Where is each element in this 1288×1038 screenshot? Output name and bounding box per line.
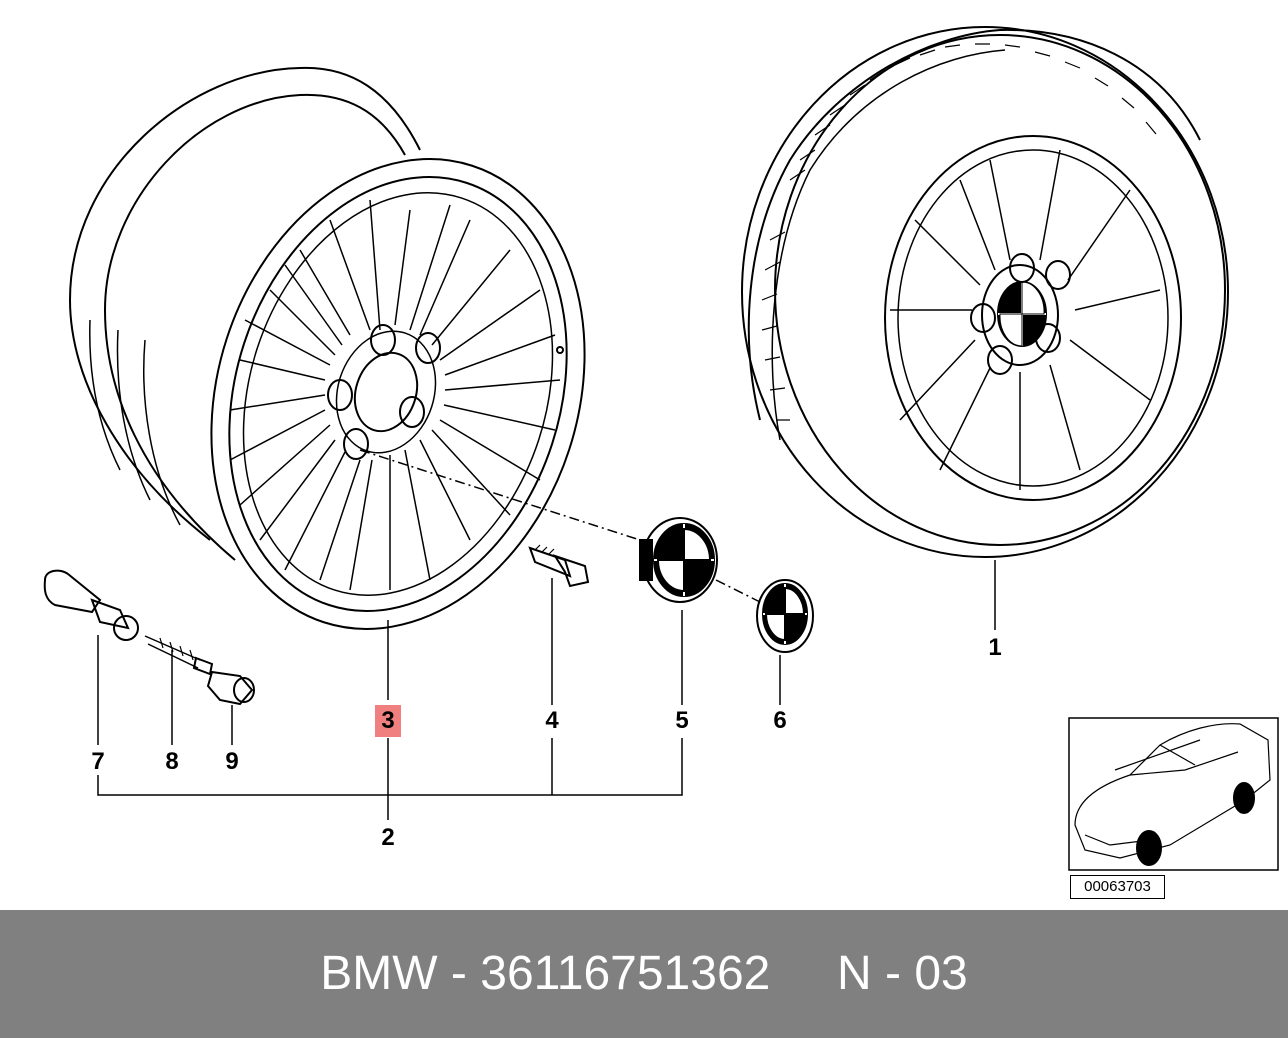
- wheel-bolt-drawing: [528, 544, 590, 588]
- footer-bar: BMW - 36116751362 N - 03: [0, 910, 1288, 1038]
- part-number-caption: BMW - 36116751362 N - 03: [320, 947, 968, 1000]
- emblem-drawing: [756, 579, 814, 653]
- parts-diagram: [43, 26, 1279, 871]
- hub-cap-drawing: [639, 517, 718, 603]
- alloy-rim-drawing: [68, 66, 586, 630]
- valve-drawing: [43, 569, 255, 706]
- callout-1[interactable]: 1: [988, 634, 1002, 661]
- complete-wheel-drawing: [741, 26, 1229, 558]
- callout-8[interactable]: 8: [165, 748, 179, 775]
- diagram-reference-code: 00063703: [1070, 875, 1165, 899]
- callout-4[interactable]: 4: [545, 707, 559, 734]
- callout-9[interactable]: 9: [225, 748, 239, 775]
- callout-7[interactable]: 7: [91, 748, 105, 775]
- callout-2[interactable]: 2: [381, 824, 395, 851]
- callout-5[interactable]: 5: [675, 707, 689, 734]
- callout-3-highlighted[interactable]: 3: [375, 705, 401, 737]
- callout-6[interactable]: 6: [773, 707, 787, 734]
- vehicle-inset-drawing: [1068, 717, 1279, 871]
